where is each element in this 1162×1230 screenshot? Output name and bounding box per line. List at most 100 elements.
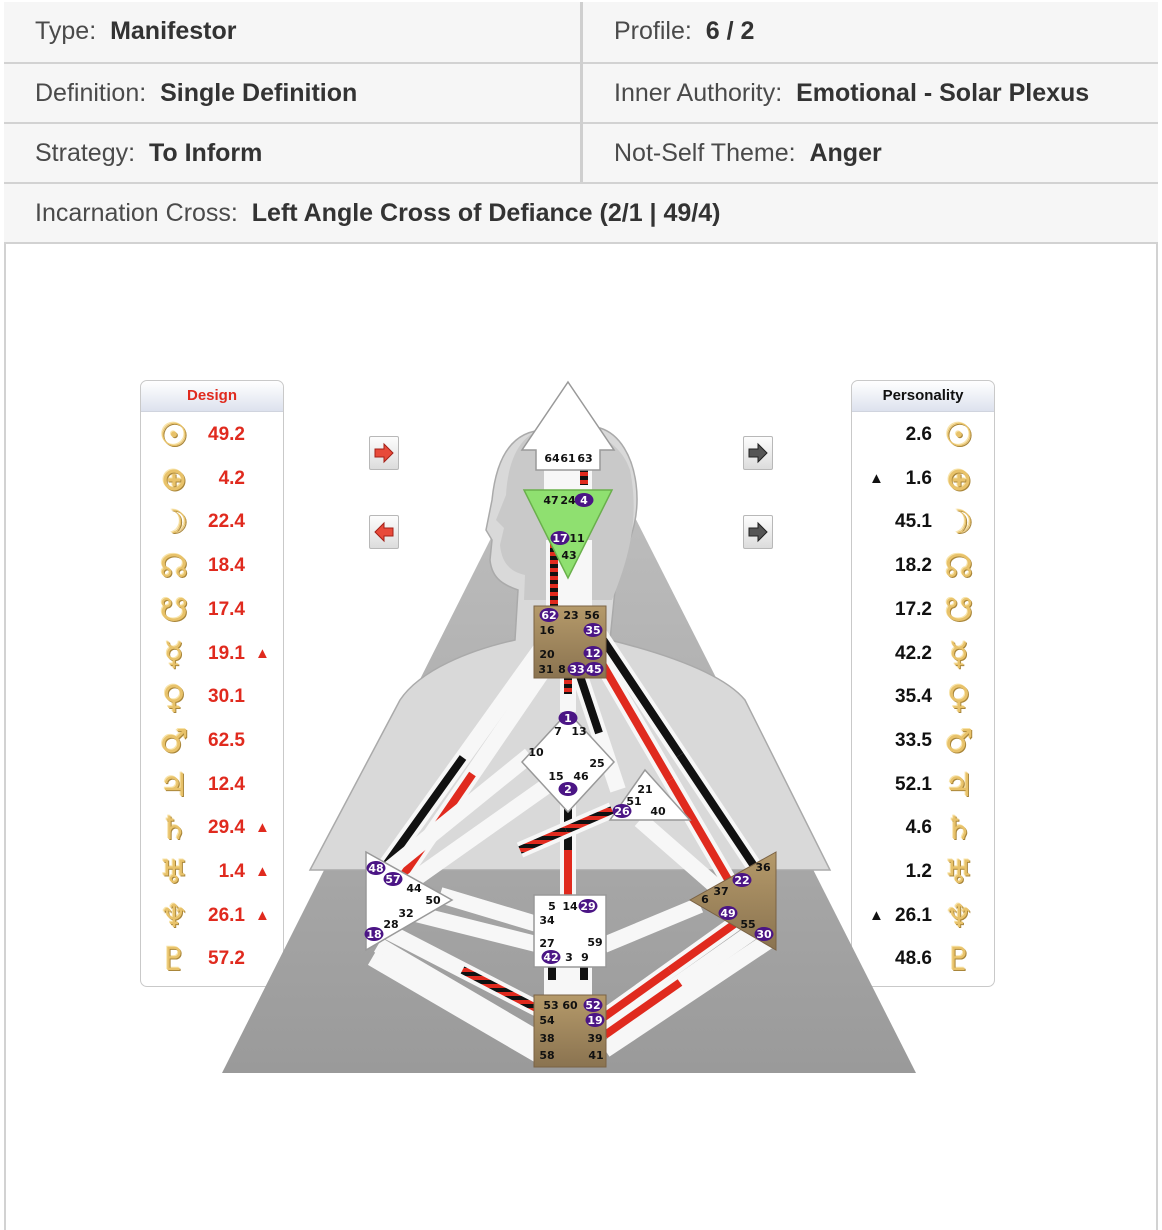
jupiter-icon: ♃ [944, 765, 974, 804]
earth-icon: ⊕ [945, 459, 973, 498]
gate-34-label: 34 [539, 914, 555, 927]
gate-activation-badge [583, 623, 603, 637]
gate-37-label: 37 [713, 885, 728, 898]
pluto-icon: ♇ [944, 940, 974, 979]
venus-icon: ♀ [947, 678, 971, 717]
personality-value: 4.6 [905, 817, 932, 839]
gate-64-label: 64 [544, 452, 560, 465]
channel-activation [460, 966, 542, 1014]
gate-36-label: 36 [755, 861, 771, 874]
gate-21-label: 21 [637, 783, 652, 796]
gate-7-label: 7 [554, 725, 562, 738]
gate-44-label: 44 [406, 882, 422, 895]
personality-value: 52.1 [895, 773, 932, 795]
cross-label: Incarnation Cross: [35, 199, 238, 227]
gate-16-label: 16 [539, 624, 555, 637]
arrow-right-icon [748, 521, 768, 543]
design-value: 30.1 [208, 686, 245, 708]
personality-value: 42.2 [895, 642, 932, 664]
gate-46-label: 46 [573, 770, 589, 783]
design-row: ♅1.4▲ [141, 852, 283, 892]
gate-activation-badge [364, 927, 384, 941]
design-retrograde-mark: ▲ [255, 644, 270, 662]
design-back-button[interactable] [369, 515, 399, 549]
gate-31-label: 31 [538, 663, 553, 676]
personality-row: ♆26.1▲ [852, 896, 994, 936]
gate-63-label: 63 [577, 452, 592, 465]
design-value: 57.2 [208, 948, 245, 970]
head-center [520, 380, 616, 471]
personality-forward-button[interactable] [743, 436, 773, 470]
gate-activation-badge [754, 927, 774, 941]
sun-icon: ☉ [159, 416, 189, 454]
gate-20-label: 20 [539, 648, 555, 661]
gate-activation-badge [383, 872, 403, 886]
gate-45-label: 45 [586, 663, 601, 676]
gate-activation-badge [578, 899, 598, 913]
gate-47-label: 47 [543, 494, 558, 507]
gate-4-label: 4 [580, 494, 588, 507]
profile-cell: Profile: 6 / 2 [614, 2, 754, 60]
uranus-icon: ♅ [944, 853, 974, 891]
channel-edge [600, 933, 775, 1057]
gate-30-label: 30 [756, 928, 772, 941]
north-node-icon: ☊ [159, 547, 189, 586]
gate-29-label: 29 [580, 900, 595, 913]
channel-casing [600, 897, 704, 953]
personality-retrograde-mark: ▲ [869, 906, 884, 924]
design-forward-button[interactable] [369, 436, 399, 470]
gate-activation-badge [574, 493, 594, 507]
personality-back-button[interactable] [743, 515, 773, 549]
gate-27-label: 27 [539, 937, 554, 950]
profile-value: 6 / 2 [705, 17, 755, 45]
gate-activation-badge [558, 782, 578, 796]
authority-label: Inner Authority: [614, 79, 783, 107]
gate-11-label: 11 [569, 532, 584, 545]
personality-row: ☊18.2 [852, 546, 994, 586]
channel-activation [518, 826, 568, 854]
saturn-icon: ♄ [159, 809, 189, 848]
design-value: 12.4 [208, 773, 245, 795]
earth-icon: ⊕ [160, 459, 188, 498]
uranus-icon: ♅ [159, 853, 189, 891]
gate-40-label: 40 [650, 805, 666, 818]
type-label: Type: [35, 17, 97, 45]
channel-activation [596, 632, 684, 758]
design-row: ♂62.5 [141, 721, 283, 761]
gate-activation-badge [550, 531, 570, 545]
design-row: ♆26.1▲ [141, 896, 283, 936]
authority-cell: Inner Authority: Emotional - Solar Plexu… [614, 64, 1089, 122]
gate-5-label: 5 [548, 900, 556, 913]
neptune-icon: ♆ [944, 896, 974, 935]
gate-6-label: 6 [701, 893, 709, 906]
channel-edge [367, 951, 545, 1063]
strategy-value: To Inform [148, 139, 263, 167]
mercury-icon: ☿ [164, 634, 184, 673]
design-row: ☽22.4 [141, 502, 283, 542]
gate-activation-badge [583, 998, 603, 1012]
definition-label: Definition: [35, 79, 147, 107]
profile-label: Profile: [614, 17, 692, 45]
personality-value: 45.1 [895, 511, 932, 533]
personality-value: 2.6 [905, 424, 932, 445]
pluto-icon: ♇ [159, 940, 189, 979]
solar-plexus-center [688, 851, 777, 951]
gate-19-label: 19 [587, 1014, 602, 1027]
notself-cell: Not-Self Theme: Anger [614, 124, 882, 182]
design-value: 17.4 [208, 598, 245, 620]
gate-activation-badge [567, 662, 587, 676]
gate-32-label: 32 [398, 907, 413, 920]
design-panel: Design ☉49.2⊕4.2☽22.4☊18.4☋17.4☿19.1▲♀30… [140, 380, 284, 987]
venus-icon: ♀ [162, 678, 186, 717]
gate-1-label: 1 [564, 712, 572, 725]
gate-62-label: 62 [541, 609, 556, 622]
channel-activation [597, 966, 673, 1024]
personality-row: ⊕1.6▲ [852, 459, 994, 499]
gate-58-label: 58 [539, 1049, 554, 1062]
design-value: 62.5 [208, 729, 245, 751]
moon-icon: ☽ [159, 503, 189, 542]
gate-39-label: 39 [587, 1032, 602, 1045]
gate-42-label: 42 [543, 951, 558, 964]
personality-panel-title: Personality [852, 381, 994, 412]
channel-casing [382, 748, 536, 877]
